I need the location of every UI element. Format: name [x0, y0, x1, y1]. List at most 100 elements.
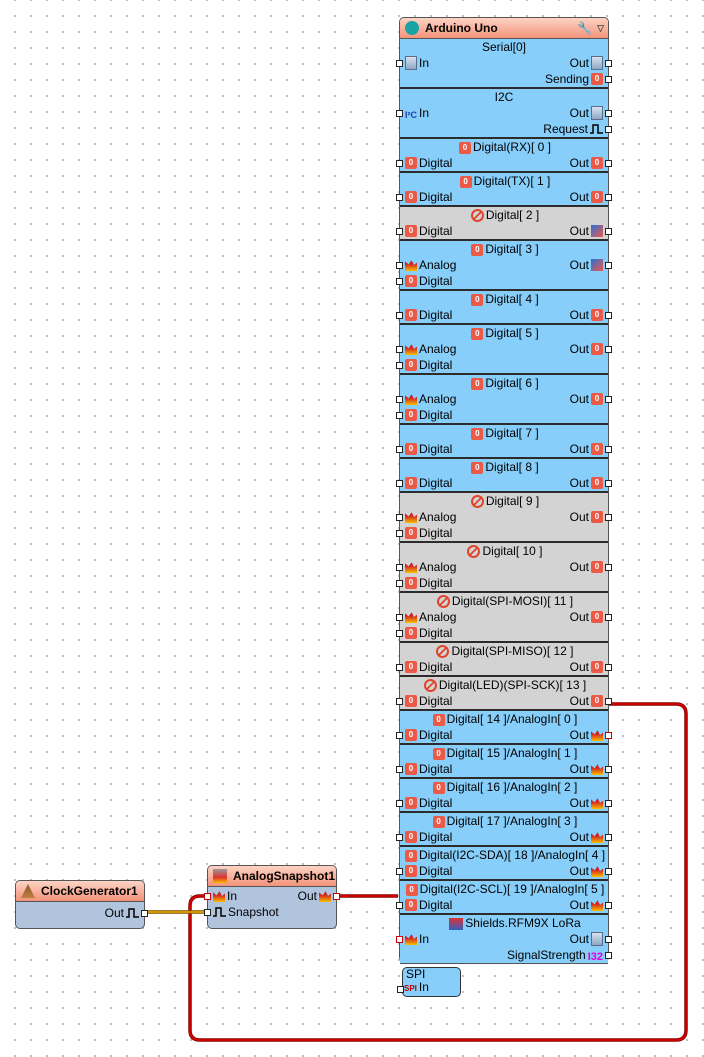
arduino-header[interactable]: Arduino Uno 🔧 ▽: [400, 18, 608, 39]
digital-icon: 0: [405, 695, 417, 707]
clock-header[interactable]: ClockGenerator1: [16, 881, 144, 902]
out-label: Out: [569, 728, 589, 742]
out-pin[interactable]: [605, 698, 612, 705]
digital-in-pin[interactable]: [396, 278, 403, 285]
lora-signal-pin[interactable]: [605, 952, 612, 959]
pin-title: Digital(SPI-MISO)[ 12 ]: [451, 644, 574, 658]
snapshot-header[interactable]: AnalogSnapshot1: [208, 866, 336, 887]
analog-in-pin[interactable]: [396, 396, 403, 403]
out-pin[interactable]: [605, 868, 612, 875]
serial-sending-pin[interactable]: [605, 76, 612, 83]
i2c-request-label: Request: [543, 122, 588, 136]
digital-in-pin[interactable]: [396, 902, 403, 909]
digital-in-pin[interactable]: [396, 362, 403, 369]
clock-generator-component[interactable]: ClockGenerator1 Out: [15, 880, 148, 929]
digital-icon: 0: [405, 157, 417, 169]
digital-enabled-icon: 0: [404, 849, 417, 862]
analog-icon: [405, 934, 417, 945]
disabled-icon: [436, 595, 450, 609]
out-pin[interactable]: [605, 800, 612, 807]
clock-pulse-icon: [126, 908, 139, 918]
out-pin[interactable]: [605, 446, 612, 453]
i2c-in-pin[interactable]: [396, 110, 403, 117]
serial-out-pin[interactable]: [605, 60, 612, 67]
lora-in-pin[interactable]: [396, 936, 403, 943]
analog-in-pin[interactable]: [396, 514, 403, 521]
pin-title: Digital[ 15 ]/AnalogIn[ 1 ]: [446, 746, 578, 760]
analog-snapshot-component[interactable]: AnalogSnapshot1 In Out Snapshot: [204, 865, 340, 929]
digital-in-pin[interactable]: [396, 530, 403, 537]
digital-in-pin[interactable]: [396, 630, 403, 637]
lora-in-label: In: [419, 932, 430, 946]
out-pin[interactable]: [605, 664, 612, 671]
out-pin[interactable]: [605, 396, 612, 403]
digital-in-pin[interactable]: [396, 312, 403, 319]
digital-in-pin[interactable]: [396, 194, 403, 201]
snapshot-clock-pin[interactable]: [204, 909, 211, 916]
digital-enabled-icon: 0: [432, 815, 445, 828]
spi-in-pin[interactable]: [397, 986, 404, 993]
out-pin[interactable]: [605, 262, 612, 269]
digital-in-pin[interactable]: [396, 698, 403, 705]
serial-in-pin[interactable]: [396, 60, 403, 67]
analog-in-pin[interactable]: [396, 614, 403, 621]
spi-icon: SPI: [404, 983, 417, 993]
lora-out-pin[interactable]: [605, 936, 612, 943]
int32-icon: I32: [587, 951, 603, 963]
out-pin[interactable]: [605, 160, 612, 167]
digital-in-pin[interactable]: [396, 480, 403, 487]
digital-icon: 0: [591, 393, 603, 405]
out-pin[interactable]: [605, 312, 612, 319]
arduino-uno-component[interactable]: Arduino Uno 🔧 ▽ Serial[0] In Out Sending…: [396, 17, 612, 997]
digital-in-pin[interactable]: [396, 228, 403, 235]
i2c-out-pin[interactable]: [605, 110, 612, 117]
out-pin[interactable]: [605, 228, 612, 235]
digital-in-pin[interactable]: [396, 446, 403, 453]
digital-in-pin[interactable]: [396, 732, 403, 739]
i2c-in-label: In: [419, 106, 430, 120]
out-pin[interactable]: [605, 834, 612, 841]
snapshot-out-pin[interactable]: [333, 893, 340, 900]
digital-icon: 0: [591, 511, 603, 523]
digital-in-pin[interactable]: [396, 868, 403, 875]
chevron-down-icon[interactable]: ▽: [597, 22, 604, 33]
pin-title: Digital[ 14 ]/AnalogIn[ 0 ]: [446, 712, 578, 726]
analog-in-pin[interactable]: [396, 346, 403, 353]
digital-in-pin[interactable]: [396, 834, 403, 841]
binary-data-icon: [591, 56, 603, 70]
digital-in-pin[interactable]: [396, 580, 403, 587]
analog-in-pin[interactable]: [396, 564, 403, 571]
digital-in-pin[interactable]: [396, 800, 403, 807]
snapshot-in-pin[interactable]: [204, 893, 211, 900]
digital-in-pin[interactable]: [396, 766, 403, 773]
digital-in-pin[interactable]: [396, 160, 403, 167]
out-pin[interactable]: [605, 732, 612, 739]
out-pin[interactable]: [605, 194, 612, 201]
clock-out-pin[interactable]: [141, 910, 148, 917]
out-pin[interactable]: [605, 564, 612, 571]
snapshot-out-label: Out: [297, 889, 317, 903]
i2c-request-pin[interactable]: [605, 126, 612, 133]
out-pin[interactable]: [605, 480, 612, 487]
analog-in-pin[interactable]: [396, 262, 403, 269]
out-pin[interactable]: [605, 514, 612, 521]
out-pin[interactable]: [605, 766, 612, 773]
digital-label: Digital: [419, 526, 453, 540]
digital-label: Digital: [419, 762, 453, 776]
digital-in-pin[interactable]: [396, 664, 403, 671]
digital-in-pin[interactable]: [396, 412, 403, 419]
out-pin[interactable]: [605, 614, 612, 621]
out-pin[interactable]: [605, 346, 612, 353]
pin-title: Digital(RX)[ 0 ]: [472, 140, 552, 154]
pin-title: Digital(SPI-MOSI)[ 11 ]: [451, 594, 574, 608]
out-pin[interactable]: [605, 902, 612, 909]
tools-icon[interactable]: 🔧: [577, 21, 592, 35]
pin-title: Digital[ 16 ]/AnalogIn[ 2 ]: [446, 780, 578, 794]
